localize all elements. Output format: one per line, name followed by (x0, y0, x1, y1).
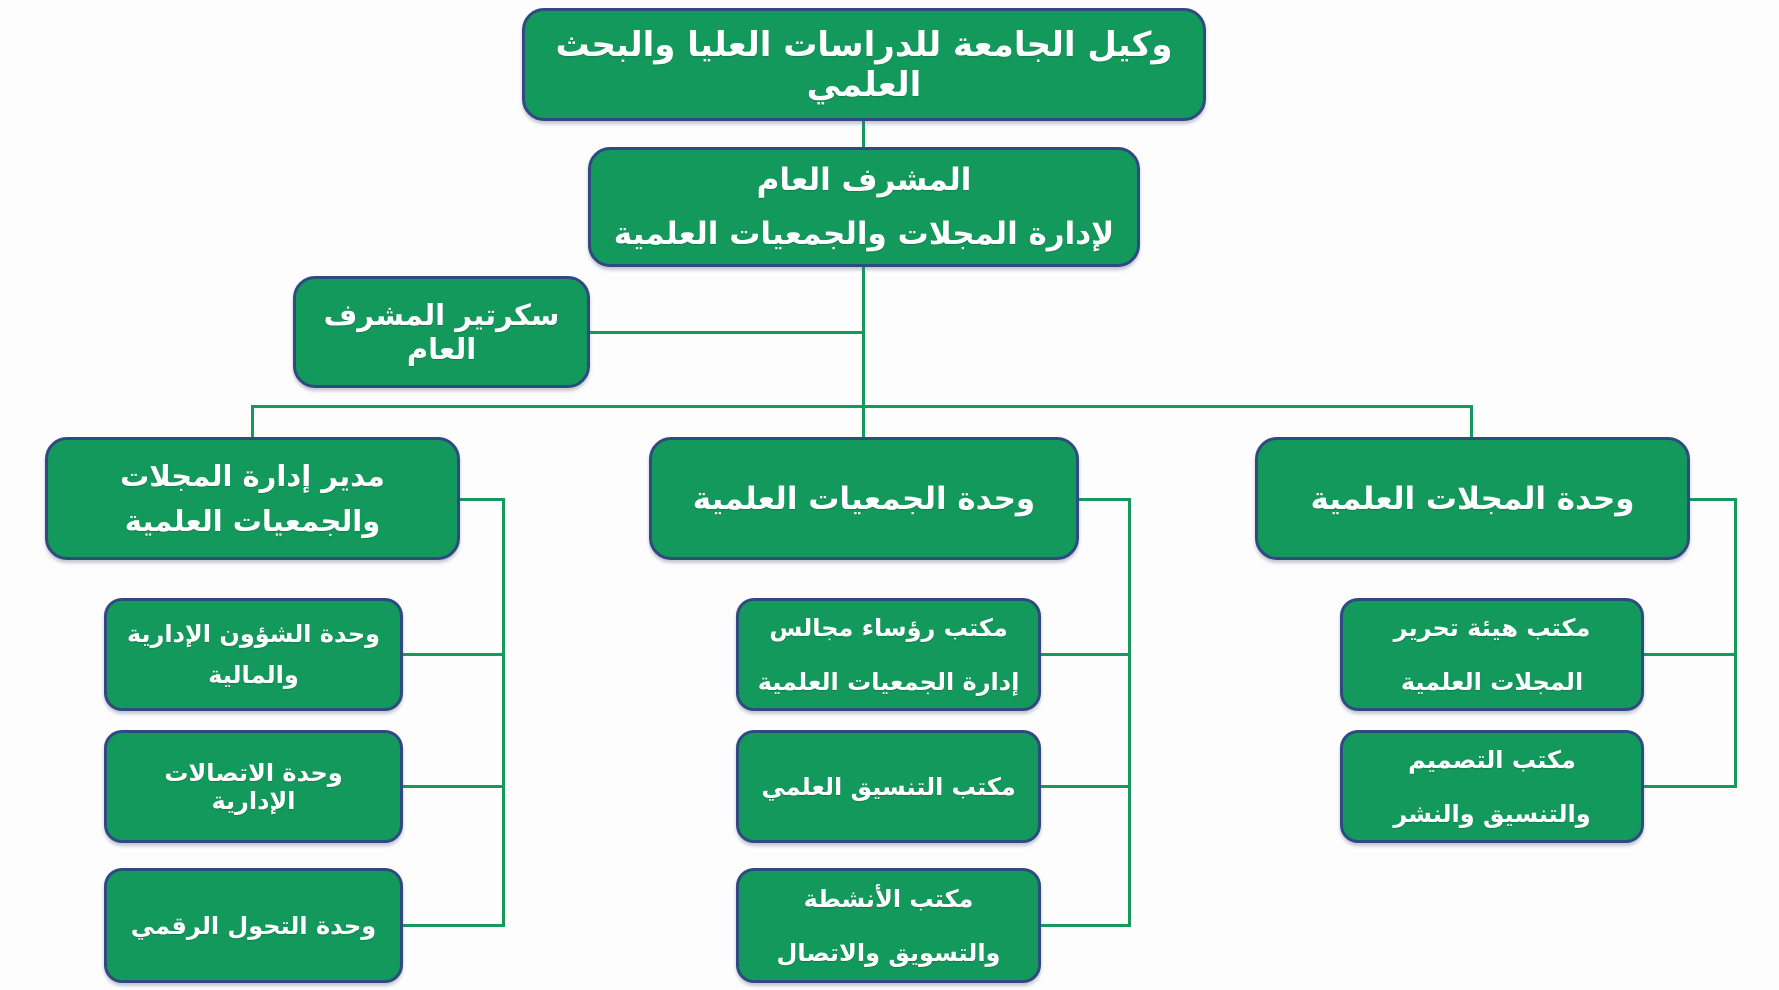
connector-journals-stub-1 (1644, 653, 1734, 656)
node-journals-unit: وحدة المجلات العلمية (1255, 437, 1690, 560)
connector-journals-rail (1734, 498, 1737, 788)
connector-drop-left (251, 405, 254, 439)
node-general-supervisor: المشرف العام لإدارة المجلات والجمعيات ال… (588, 147, 1140, 267)
connector-societies-stub-1 (1041, 653, 1128, 656)
node-activities-marketing-office: مكتب الأنشطة والتسويق والاتصال (736, 868, 1041, 983)
connector-societies-out (1079, 498, 1131, 501)
connector-director-stub-2 (403, 785, 502, 788)
node-editorial-board-office: مكتب هيئة تحرير المجلات العلمية (1340, 598, 1644, 711)
node-vice-rector: وكيل الجامعة للدراسات العليا والبحث العل… (522, 8, 1206, 121)
connector-top-to-supervisor (862, 121, 865, 147)
node-scientific-coordination-office: مكتب التنسيق العلمي (736, 730, 1041, 843)
connector-societies-rail (1128, 498, 1131, 927)
connector-supervisor-to-level3 (862, 267, 865, 440)
connector-journals-out (1690, 498, 1737, 501)
node-societies-unit: وحدة الجمعيات العلمية (649, 437, 1079, 560)
node-admin-financial-affairs-unit: وحدة الشؤون الإدارية والمالية (104, 598, 403, 711)
node-design-publishing-office: مكتب التصميم والتنسيق والنشر (1340, 730, 1644, 843)
connector-drop-right (1470, 405, 1473, 439)
node-secretary: سكرتير المشرف العام (293, 276, 590, 388)
connector-societies-stub-2 (1041, 785, 1128, 788)
connector-distributor (251, 405, 1472, 408)
node-general-supervisor-line2: لإدارة المجلات والجمعيات العلمية (613, 216, 1115, 252)
connector-director-out (460, 498, 505, 501)
connector-director-stub-3 (403, 924, 502, 927)
node-general-supervisor-line1: المشرف العام (756, 161, 972, 198)
connector-journals-stub-2 (1644, 785, 1734, 788)
node-boards-chairmen-office: مكتب رؤساء مجالس إدارة الجمعيات العلمية (736, 598, 1041, 711)
connector-secretary (590, 331, 864, 334)
node-director: مدير إدارة المجلات والجمعيات العلمية (45, 437, 460, 560)
connector-director-rail (502, 498, 505, 927)
node-digital-transformation-unit: وحدة التحول الرقمي (104, 868, 403, 983)
connector-societies-stub-3 (1041, 924, 1128, 927)
connector-director-stub-1 (403, 653, 502, 656)
node-admin-communications-unit: وحدة الاتصالات الإدارية (104, 730, 403, 843)
